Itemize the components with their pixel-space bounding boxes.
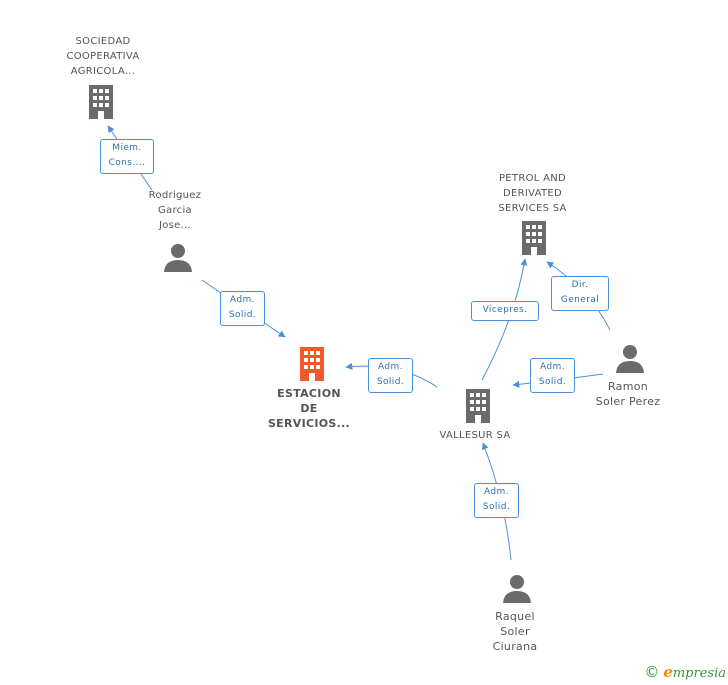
node-label-rodriguez[interactable]: Rodriguez Garcia Jose...	[125, 188, 225, 233]
edge-label-vicepres[interactable]: Vicepres.	[471, 301, 539, 321]
edge-label-line: Dir.	[571, 280, 589, 290]
label-line: Soler	[500, 625, 530, 638]
edge-label-line: Solid.	[482, 502, 511, 512]
label-line: DE	[300, 402, 318, 415]
edge-label-line: Cons....	[108, 158, 146, 168]
node-label-petrol[interactable]: PETROL AND DERIVATED SERVICES SA	[475, 171, 590, 216]
building-main-icon[interactable]	[297, 346, 327, 382]
label-line: ESTACION	[277, 387, 341, 400]
building-icon[interactable]	[519, 220, 549, 256]
edge-label-adm-ramon[interactable]: Adm. Solid.	[530, 358, 575, 393]
label-line: Ramon	[607, 380, 649, 393]
label-line: Garcia	[158, 205, 192, 216]
brand-logo-initial: e	[663, 663, 673, 681]
label-line: VALLESUR SA	[439, 430, 511, 441]
building-icon[interactable]	[463, 388, 493, 424]
label-line: SOCIEDAD	[75, 36, 131, 47]
building-icon[interactable]	[86, 84, 116, 120]
person-icon[interactable]	[615, 343, 645, 373]
edge-label-line: Solid.	[228, 310, 257, 320]
label-line: SERVICES SA	[498, 203, 567, 214]
edge-label-line: General	[560, 295, 600, 305]
brand-logo-text: mpresia	[672, 666, 726, 681]
edge-label-dir-general[interactable]: Dir. General	[551, 276, 609, 311]
edge-label-adm-vallesur[interactable]: Adm. Solid.	[368, 358, 413, 393]
node-label-vallesur[interactable]: VALLESUR SA	[420, 428, 530, 443]
edge-label-line: Solid.	[538, 377, 567, 387]
edge-label-line: Adm.	[378, 362, 403, 372]
edge-label-line: Vicepres.	[482, 305, 528, 315]
edge-label-line: Adm.	[540, 362, 565, 372]
node-label-sociedad[interactable]: SOCIEDAD COOPERATIVA AGRICOLA...	[48, 34, 158, 79]
node-label-raquel[interactable]: Raquel Soler Ciurana	[465, 609, 565, 654]
edge-label-line: Adm.	[230, 295, 255, 305]
label-line: COOPERATIVA	[66, 51, 140, 62]
label-line: DERIVATED	[502, 188, 562, 199]
label-line: Jose...	[158, 220, 192, 231]
node-label-estacion[interactable]: ESTACION DE SERVICIOS...	[254, 386, 364, 431]
footer-brand[interactable]: ©empresia	[644, 663, 726, 681]
label-line: Ciurana	[492, 640, 538, 653]
person-icon[interactable]	[502, 573, 532, 603]
person-icon[interactable]	[163, 242, 193, 272]
label-line: Soler Perez	[595, 395, 661, 408]
edge-label-adm-rodriguez[interactable]: Adm. Solid.	[220, 291, 265, 326]
label-line: SERVICIOS...	[267, 417, 351, 430]
label-line: Raquel	[495, 610, 535, 623]
edge-label-adm-raquel[interactable]: Adm. Solid.	[474, 483, 519, 518]
edge-label-line: Adm.	[484, 487, 509, 497]
label-line: Rodriguez	[148, 190, 202, 201]
label-line: PETROL AND	[498, 173, 567, 184]
copyright-symbol: ©	[644, 663, 660, 681]
edge-label-line: Miem.	[112, 143, 142, 153]
node-label-ramon[interactable]: Ramon Soler Perez	[578, 379, 678, 409]
label-line: AGRICOLA...	[70, 66, 136, 77]
edge-label-miem[interactable]: Miem. Cons....	[100, 139, 154, 174]
edge-label-line: Solid.	[376, 377, 405, 387]
